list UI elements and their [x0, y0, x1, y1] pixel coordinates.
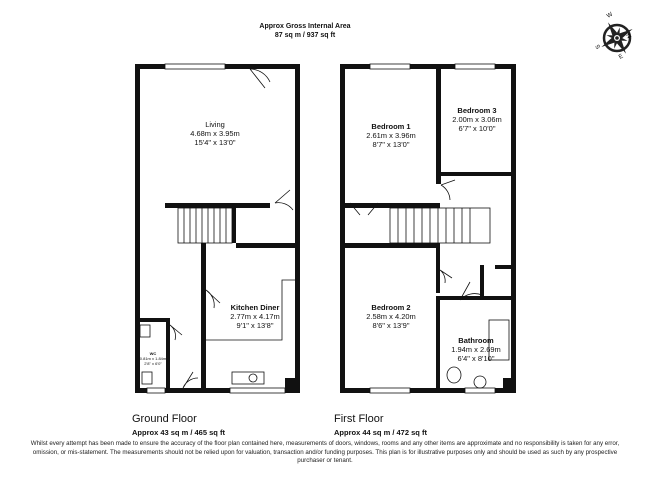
- room-metric: 2.00m x 3.06m: [452, 115, 502, 124]
- room-bedroom-3: Bedroom 3 2.00m x 3.06m 6'7" x 10'0": [441, 106, 513, 133]
- gross-area-title: Approx Gross Internal Area: [259, 23, 351, 30]
- room-metric: 0.81m x 1.84m: [139, 356, 167, 361]
- room-imperial: 6'7" x 10'0": [458, 124, 496, 133]
- room-bedroom-2: Bedroom 2 2.58m x 4.20m 8'6" x 13'9": [345, 303, 437, 330]
- room-imperial: 2'8" x 6'0": [144, 361, 162, 366]
- ground-floor-title: Ground Floor: [132, 413, 197, 425]
- room-name: Bedroom 1: [371, 122, 411, 131]
- room-metric: 4.68m x 3.95m: [190, 129, 240, 138]
- room-name: Bedroom 2: [371, 303, 411, 312]
- disclaimer-text: Whilst every attempt has been made to en…: [30, 440, 620, 464]
- room-kitchen-diner: Kitchen Diner 2.77m x 4.17m 9'1" x 13'8": [210, 303, 300, 330]
- room-imperial: 9'1" x 13'8": [236, 321, 274, 330]
- room-metric: 2.61m x 3.96m: [366, 131, 416, 140]
- room-name: WC: [149, 351, 157, 356]
- room-name: Bedroom 3: [457, 106, 497, 115]
- room-imperial: 15'4" x 13'0": [194, 138, 236, 147]
- room-imperial: 6'4" x 8'10": [457, 354, 495, 363]
- room-metric: 2.58m x 4.20m: [366, 312, 416, 321]
- room-name: Kitchen Diner: [230, 303, 280, 312]
- compass-rose-icon: W N S E: [593, 12, 633, 61]
- room-wc: WC 0.81m x 1.84m 2'8" x 6'0": [139, 351, 167, 366]
- room-imperial: 8'7" x 13'0": [372, 140, 410, 149]
- room-imperial: 8'6" x 13'9": [372, 321, 410, 330]
- compass-label-w: W: [606, 12, 614, 20]
- compass-label-s: S: [593, 44, 600, 50]
- room-living: Living 4.68m x 3.95m 15'4" x 13'0": [160, 120, 270, 147]
- first-floor-area: Approx 44 sq m / 472 sq ft: [334, 428, 427, 437]
- ground-floor-plan: [135, 63, 300, 394]
- compass-label-n: N: [624, 33, 631, 40]
- first-floor-title: First Floor: [334, 413, 384, 425]
- first-floor-plan: [340, 63, 516, 394]
- gross-area-value: 87 sq m / 937 sq ft: [274, 32, 336, 39]
- room-bedroom-1: Bedroom 1 2.61m x 3.96m 8'7" x 13'0": [345, 122, 437, 149]
- room-name: Living: [205, 120, 225, 129]
- room-metric: 2.77m x 4.17m: [230, 312, 280, 321]
- room-name: Bathroom: [458, 336, 494, 345]
- ground-floor-area: Approx 43 sq m / 465 sq ft: [132, 428, 225, 437]
- room-bathroom: Bathroom 1.94m x 2.69m 6'4" x 8'10": [440, 336, 512, 363]
- room-metric: 1.94m x 2.69m: [451, 345, 501, 354]
- compass-label-e: E: [618, 54, 624, 61]
